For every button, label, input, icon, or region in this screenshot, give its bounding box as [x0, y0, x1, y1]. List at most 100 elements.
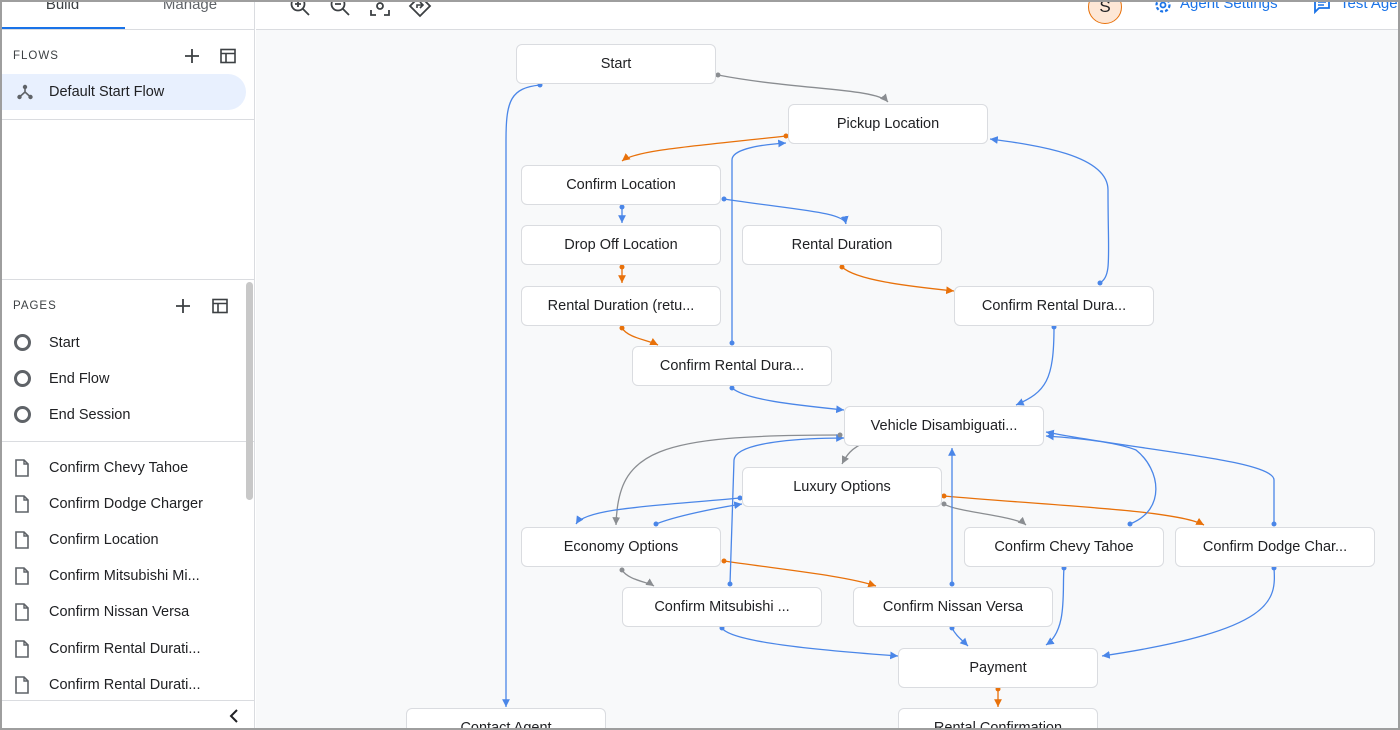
- edge-start-pickup: [717, 74, 889, 103]
- page-document-icon: [14, 531, 32, 549]
- sidebar-tabs: Build Manage: [0, 0, 254, 30]
- node-payment[interactable]: Payment: [898, 648, 1098, 688]
- node-confirm-rental-duration-b[interactable]: Confirm Rental Dura...: [954, 286, 1154, 326]
- page-circle-icon: [14, 334, 32, 352]
- page-item-end-flow[interactable]: End Flow: [0, 361, 245, 397]
- zoom-in-button[interactable]: [288, 0, 312, 18]
- page-item-label: Confirm Rental Durati...: [49, 677, 201, 693]
- edge-economy-luxury: [655, 501, 743, 525]
- page-item-start[interactable]: Start: [0, 325, 245, 361]
- flows-section-label: FLOWS: [13, 50, 59, 62]
- add-page-button[interactable]: [172, 295, 194, 317]
- gear-icon: [1155, 0, 1171, 13]
- edge-luxury-chevy: [943, 503, 1027, 526]
- edge-dodge-vehicle: [1045, 429, 1275, 524]
- edge-rentalret-confirmdur: [621, 327, 659, 346]
- node-start[interactable]: Start: [516, 44, 716, 84]
- page-circle-icon: [14, 406, 32, 424]
- page-item-confirm-mitsubishi[interactable]: Confirm Mitsubishi Mi...: [0, 558, 245, 594]
- page-item-label: Confirm Dodge Charger: [49, 496, 203, 512]
- edge-vehicle-economy: [612, 434, 841, 526]
- page-item-label: Confirm Mitsubishi Mi...: [49, 568, 200, 584]
- node-drop-off-location[interactable]: Drop Off Location: [521, 225, 721, 265]
- flow-graph-canvas[interactable]: Start Pickup Location Confirm Location D…: [256, 30, 1398, 730]
- page-item-label: Start: [49, 335, 80, 351]
- page-item-confirm-dodge-charger[interactable]: Confirm Dodge Charger: [0, 486, 245, 522]
- edge-luxury-dodge: [943, 495, 1205, 526]
- chevron-left-icon: [229, 709, 238, 723]
- edge-confirmloc-rentaldur: [723, 198, 849, 225]
- node-rental-duration-return[interactable]: Rental Duration (retu...: [521, 286, 721, 326]
- page-document-icon: [14, 567, 32, 585]
- page-document-icon: [14, 676, 32, 694]
- pages-divider-top: [0, 279, 254, 280]
- node-confirm-location[interactable]: Confirm Location: [521, 165, 721, 205]
- tab-build[interactable]: Build: [45, 0, 80, 13]
- edge-confirmdur2-pickup: [989, 136, 1110, 284]
- page-document-icon: [14, 459, 32, 477]
- canvas-toolbar: S Agent Settings Test Age: [256, 0, 1398, 30]
- page-item-label: End Session: [49, 407, 131, 423]
- node-confirm-nissan-versa[interactable]: Confirm Nissan Versa: [853, 587, 1053, 627]
- page-item-end-session[interactable]: End Session: [0, 397, 245, 433]
- directions-icon: [408, 0, 432, 18]
- pages-section-label: PAGES: [13, 300, 57, 312]
- zoom-out-icon: [330, 0, 350, 16]
- node-economy-options[interactable]: Economy Options: [521, 527, 721, 567]
- flows-divider: [0, 119, 254, 120]
- page-item-confirm-nissan-versa[interactable]: Confirm Nissan Versa: [0, 594, 245, 630]
- edge-nissan-payment: [951, 627, 969, 647]
- tab-manage[interactable]: Manage: [162, 0, 218, 13]
- page-item-label: Confirm Chevy Tahoe: [49, 460, 189, 476]
- pages-scrollbar[interactable]: [246, 282, 253, 500]
- flow-item-default-start-flow[interactable]: Default Start Flow: [2, 74, 246, 110]
- edge-confirmdur-pickup: [731, 139, 787, 343]
- plus-icon: [185, 49, 199, 63]
- page-item-label: End Flow: [49, 371, 110, 387]
- node-confirm-mitsubishi[interactable]: Confirm Mitsubishi ...: [622, 587, 822, 627]
- collapse-divider: [0, 700, 254, 701]
- node-confirm-chevy-tahoe[interactable]: Confirm Chevy Tahoe: [964, 527, 1164, 567]
- node-pickup-location[interactable]: Pickup Location: [788, 104, 988, 144]
- page-item-label: Confirm Nissan Versa: [49, 604, 190, 620]
- page-item-confirm-chevy-tahoe[interactable]: Confirm Chevy Tahoe: [0, 450, 245, 486]
- edge-luxury-economy: [575, 497, 741, 525]
- plus-icon: [176, 299, 190, 313]
- page-item-confirm-rental-duration-1[interactable]: Confirm Rental Durati...: [0, 631, 245, 667]
- test-agent-label: Test Age: [1340, 0, 1398, 12]
- flows-table-view-button[interactable]: [217, 45, 239, 67]
- node-luxury-options[interactable]: Luxury Options: [742, 467, 942, 507]
- page-item-label: Confirm Rental Durati...: [49, 641, 201, 657]
- avatar[interactable]: S: [1088, 0, 1122, 24]
- agent-settings-label: Agent Settings: [1180, 0, 1278, 12]
- edge-rentaldur-confirmdur: [841, 266, 955, 295]
- node-contact-agent[interactable]: Contact Agent: [406, 708, 606, 730]
- edge-economy-nissan: [723, 560, 877, 588]
- flow-hub-icon: [16, 83, 34, 106]
- collapse-sidebar-button[interactable]: [224, 706, 244, 726]
- zoom-out-button[interactable]: [328, 0, 352, 18]
- graph-edges: [502, 72, 1277, 707]
- test-agent-button[interactable]: Test Age: [1313, 0, 1398, 14]
- page-item-confirm-location[interactable]: Confirm Location: [0, 522, 245, 558]
- node-confirm-dodge-charger[interactable]: Confirm Dodge Char...: [1175, 527, 1375, 567]
- page-item-confirm-rental-duration-2[interactable]: Confirm Rental Durati...: [0, 667, 245, 703]
- node-vehicle-disambiguation[interactable]: Vehicle Disambiguati...: [844, 406, 1044, 446]
- edge-chevy-vehicle: [1045, 432, 1157, 525]
- page-circle-icon: [14, 370, 32, 388]
- chat-icon: [1314, 0, 1330, 14]
- agent-settings-button[interactable]: Agent Settings: [1154, 0, 1278, 13]
- fit-view-button[interactable]: [368, 0, 392, 18]
- edge-mitsubishi-vehicle: [729, 434, 845, 585]
- edge-economy-mitsubishi: [621, 569, 655, 587]
- edge-pickup-confirmloc: [621, 135, 787, 162]
- node-confirm-rental-duration-a[interactable]: Confirm Rental Dura...: [632, 346, 832, 386]
- edge-start-contact: [502, 84, 541, 707]
- node-rental-confirmation[interactable]: Rental Confirmation: [898, 708, 1098, 730]
- add-flow-button[interactable]: [181, 45, 203, 67]
- active-tab-indicator: [0, 27, 125, 29]
- pages-table-view-button[interactable]: [209, 295, 231, 317]
- node-rental-duration[interactable]: Rental Duration: [742, 225, 942, 265]
- auto-layout-button[interactable]: [408, 0, 432, 18]
- page-item-label: Confirm Location: [49, 532, 159, 548]
